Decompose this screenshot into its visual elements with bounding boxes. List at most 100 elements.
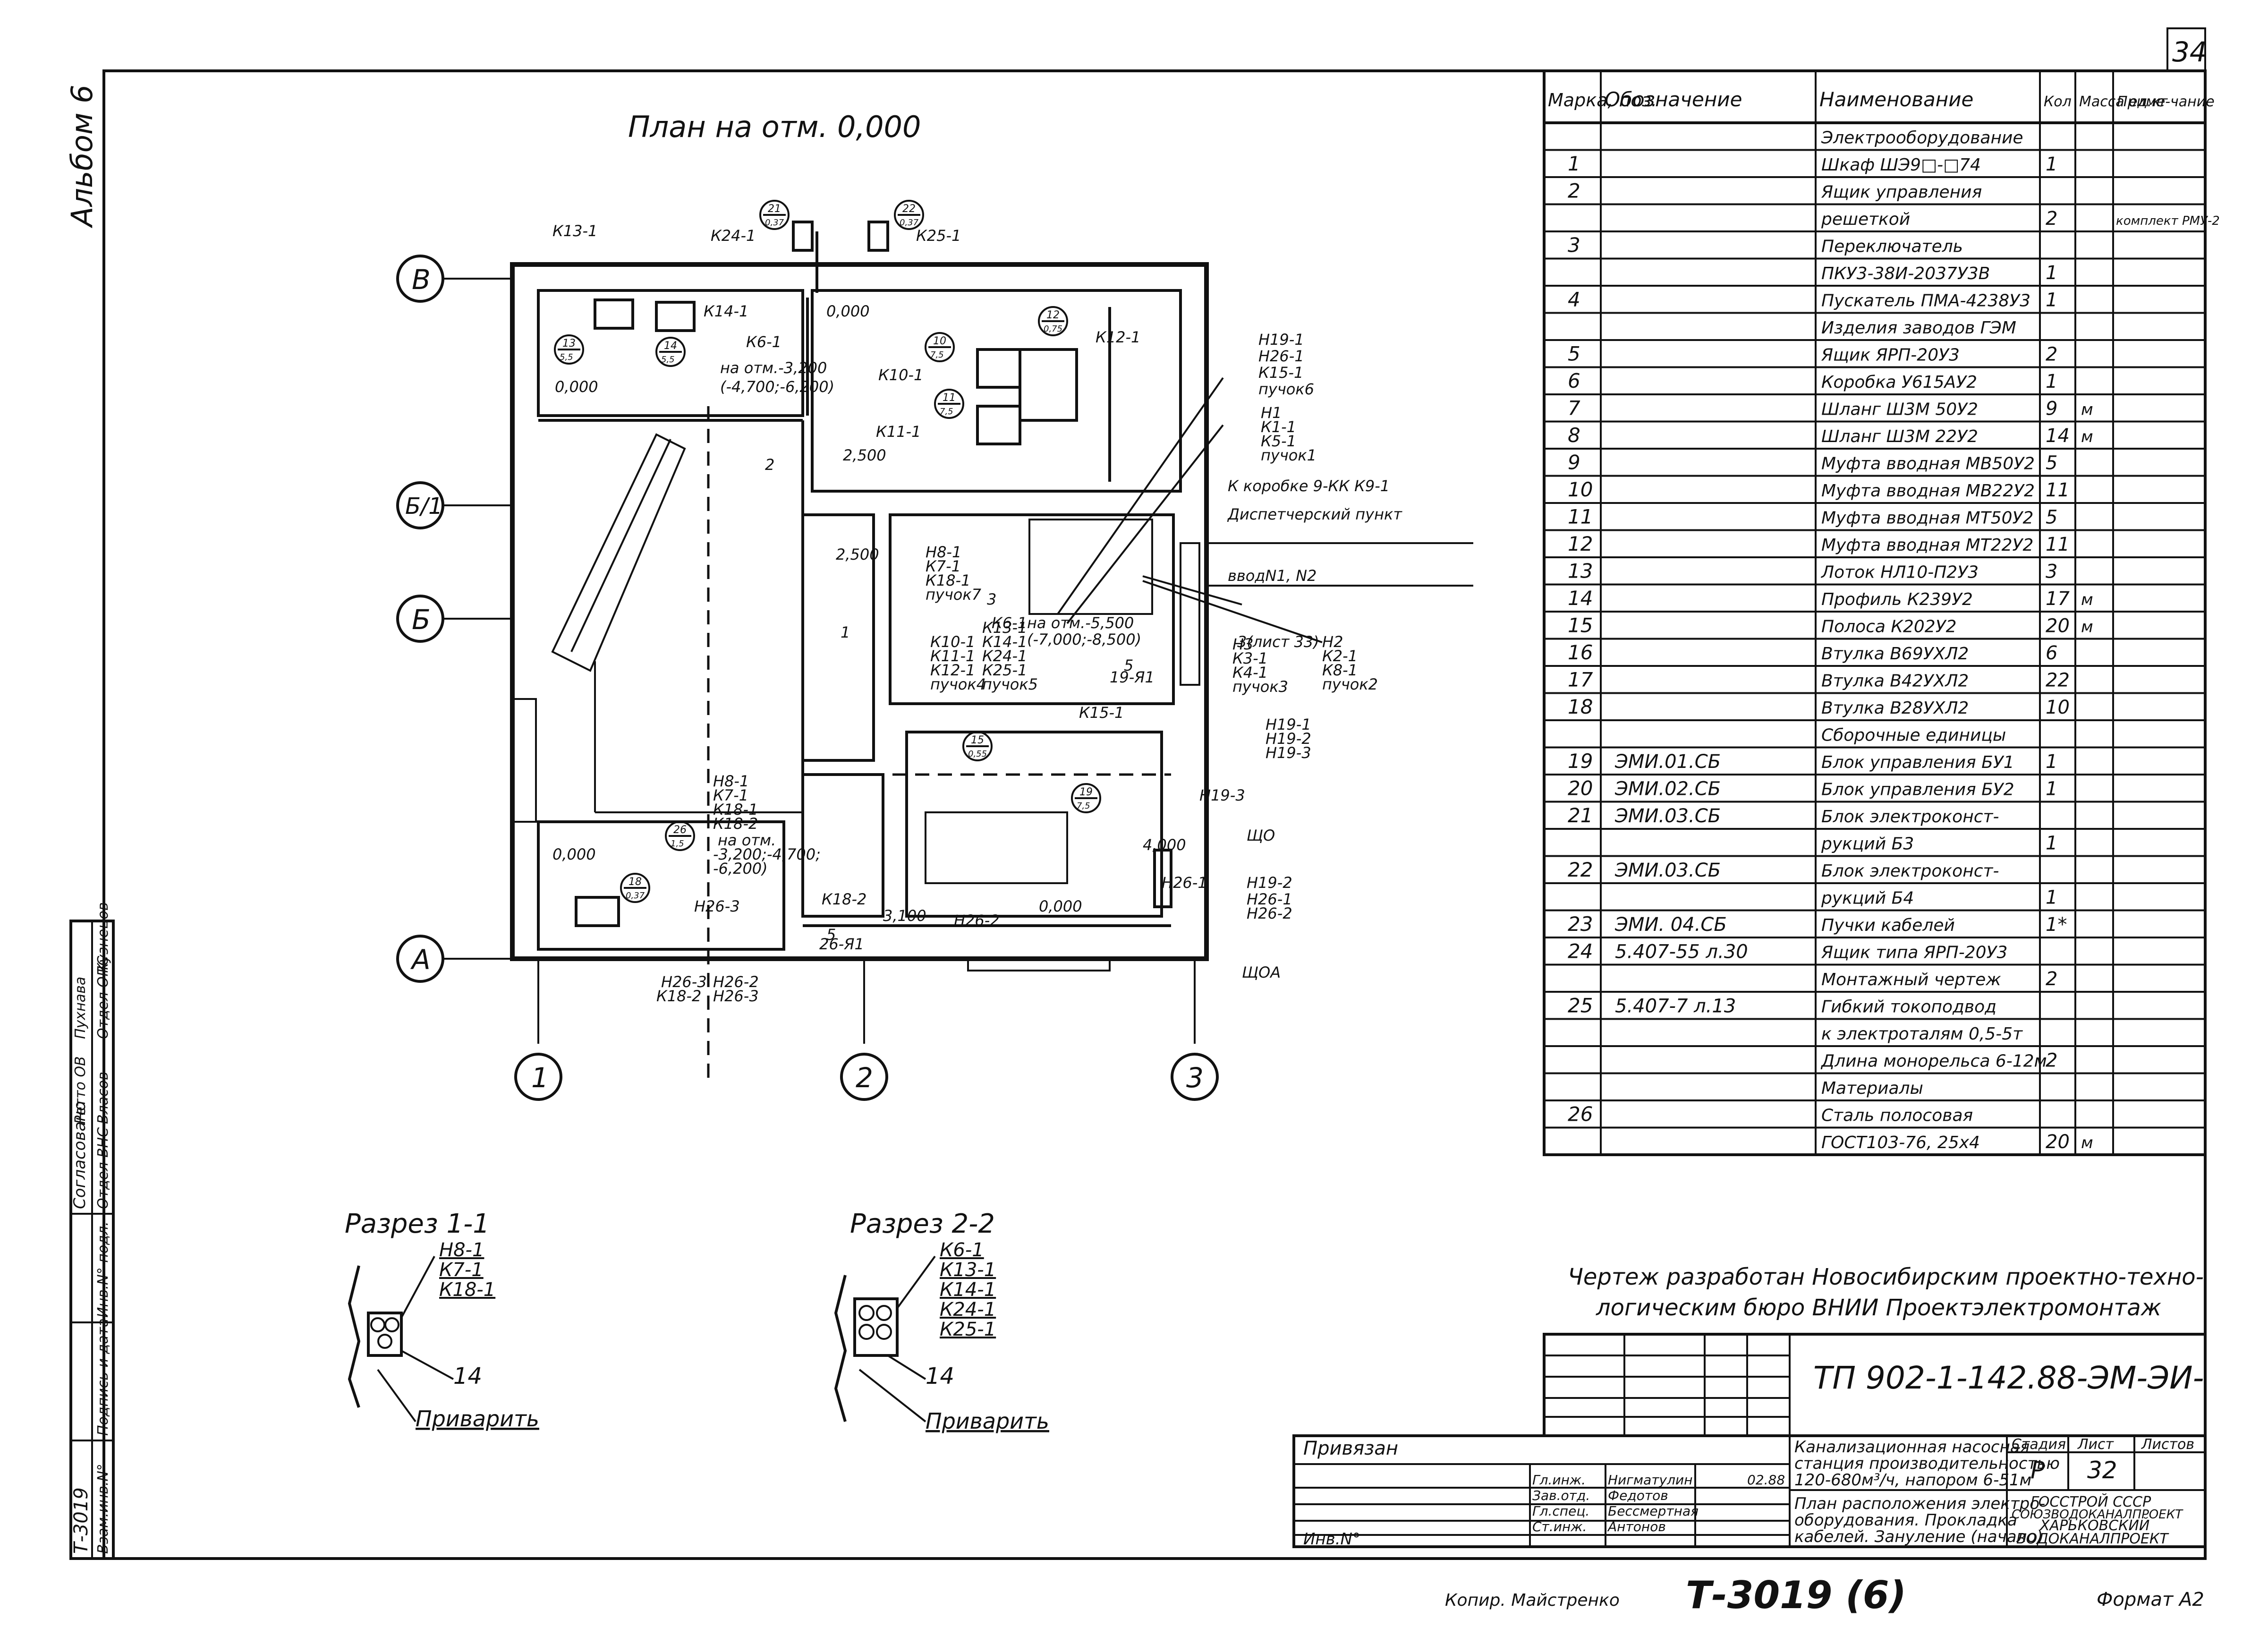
stamp-top: Согласовано [70, 1101, 89, 1209]
leader [896, 1255, 936, 1309]
table-cell: 1 [2046, 887, 2057, 909]
mark-number: 26 [673, 824, 687, 836]
table-cell: Шкаф ШЭ9□-□74 [1821, 155, 1981, 175]
org-4: ВОДОКАНАЛПРОЕКТ [2016, 1531, 2169, 1547]
mark-power: 7,5 [940, 407, 953, 417]
table-cell: 22 [2046, 670, 2070, 691]
plan-label: К3-1 [1232, 649, 1268, 667]
stamp-line-2: Отдел ОПС [95, 956, 111, 1039]
table-cell: 1 [1568, 152, 1580, 175]
table-cell: 20 [2046, 1131, 2070, 1153]
doc-code: ТП 902-1-142.88-ЭМ-ЭИ- [1813, 1360, 2204, 1396]
plan-label: Н26-1 [1247, 890, 1292, 908]
table-cell: Ящик управления [1821, 183, 1982, 202]
table-cell: 14 [2046, 425, 2070, 447]
plan-label: на отм.-5,500 [1027, 614, 1134, 632]
section-cable-label: К25-1 [940, 1319, 996, 1340]
table-cell: Лоток НЛ10-П2У3 [1820, 563, 1979, 582]
table-cell: Муфта вводная МВ22У2 [1821, 481, 2035, 501]
table-cell: 19 [1568, 750, 1593, 773]
plan-label: 2 [765, 456, 774, 474]
plan-label: К6-1 [992, 614, 1027, 632]
table-cell: Муфта вводная МВ50У2 [1821, 454, 2035, 474]
plan-label: -3,200;-4,700; [713, 845, 821, 863]
plan-label: К18-2 [713, 815, 758, 833]
table-cell: Блок управления БУ2 [1821, 780, 2014, 800]
plan-label: пучок7 [926, 586, 982, 604]
plan-label: К15-1 [1079, 704, 1124, 722]
window [511, 698, 537, 823]
role-title: Ст.инж. [1532, 1519, 1587, 1534]
table-cell: Шланг Ш3М 50У2 [1821, 400, 1978, 419]
equipment [976, 405, 1021, 445]
table-cell: 1 [2046, 751, 2057, 773]
axis-bubble-b [396, 595, 444, 643]
equipment [867, 221, 889, 252]
section-cable-label: Н8-1 [439, 1239, 484, 1261]
cable [384, 1317, 399, 1332]
axis-bubble-a [396, 935, 444, 983]
plan-label: 5 [826, 926, 836, 944]
plan-title: План на отм. 0,000 [628, 110, 921, 144]
project-desc-2: станция производительностью [1794, 1454, 2060, 1473]
plan-label: пучок5 [982, 675, 1038, 693]
table-cell: Изделия заводов ГЭМ [1821, 318, 2016, 338]
position-mark [665, 821, 695, 851]
table-cell: 5 [2046, 507, 2057, 528]
plan-label: Н3 [1232, 635, 1253, 653]
stage-label: Стадия [2012, 1436, 2066, 1453]
table-cell: м [2081, 590, 2093, 609]
table-cell: 20 [2046, 615, 2070, 637]
table-header: Обозначение [1605, 88, 1742, 111]
table-cell: 11 [1568, 505, 1593, 528]
plan-label: К4-1 [1232, 664, 1268, 682]
plan-label: пучок2 [1322, 675, 1378, 693]
table-cell: 21 [1568, 804, 1593, 827]
plan-label: Н1 [1261, 404, 1282, 422]
position-mark [894, 200, 924, 230]
table-cell: 9 [2046, 398, 2057, 420]
plan-label: К13-1 [552, 222, 597, 240]
table-header: Наименование [1819, 88, 1973, 111]
plan-label: 26-Я1 [819, 935, 864, 953]
plan-label: Н26-1 [1258, 347, 1304, 365]
table-cell: ЭМИ.03.СБ [1614, 860, 1721, 881]
table-cell: 17 [2046, 588, 2070, 610]
room-top-left [537, 289, 804, 417]
plan-label: Н19-3 [1199, 786, 1245, 804]
table-cell: 9 [1568, 451, 1580, 474]
equipment [1028, 519, 1153, 615]
leader [1066, 424, 1224, 624]
table-cell: Длина монорельса 6-12м [1820, 1052, 2047, 1071]
plan-label: К18-1 [926, 571, 970, 589]
plan-label: К18-2 [656, 987, 701, 1005]
table-cell: Профиль К239У2 [1821, 590, 1973, 609]
table-cell: 2 [2046, 208, 2057, 230]
plan-label: К10-1 [878, 366, 923, 384]
plan-label: 3(лист 33) [1237, 633, 1319, 651]
section-cable-label: К13-1 [940, 1259, 996, 1281]
cable [876, 1324, 892, 1340]
section-cable-label: К24-1 [940, 1299, 996, 1321]
room-center [889, 513, 1175, 705]
axis-label: 2 [856, 1062, 873, 1094]
plan-label: Н19-3 [1266, 744, 1311, 762]
sheet-desc-2: оборудования. Прокладка [1794, 1511, 2017, 1530]
org-1: ГОССТРОЙ СССР [2030, 1493, 2151, 1510]
table-cell: решеткой [1821, 210, 1910, 229]
table-cell: Сборочные единицы [1821, 726, 2006, 745]
plan-label: К8-1 [1322, 661, 1358, 679]
cable [377, 1334, 392, 1349]
roles: Гл.инж.НигматулинЗав.отд.ФедотовГл.спец.… [1532, 1472, 1785, 1534]
axis-bubble-3 [1171, 1053, 1219, 1101]
position-mark [934, 389, 964, 419]
leader [401, 1350, 454, 1380]
sheet-num: 32 [2087, 1457, 2117, 1484]
plan-label: 0,000 [552, 845, 596, 863]
plan-label: (-7,000;-8,500) [1027, 631, 1141, 648]
table-cell: 12 [1568, 532, 1593, 555]
cable [858, 1305, 875, 1321]
role-name: Федотов [1608, 1488, 1668, 1503]
leader [1057, 377, 1224, 615]
table-cell: Коробка У615АУ2 [1821, 373, 1977, 392]
